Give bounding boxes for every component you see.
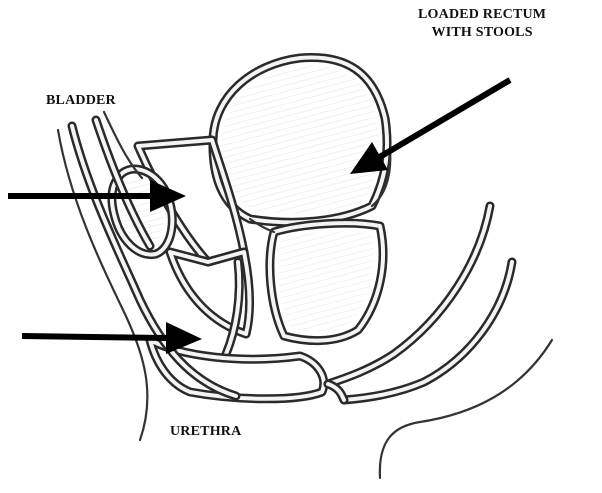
rectum-label-line2: WITH STOOLS (418, 24, 546, 42)
arrow-to-lower-compartment (22, 322, 202, 354)
urethra-label: URETHRA (170, 423, 241, 441)
rectum-label-line1: LOADED RECTUM (418, 6, 546, 24)
rectum-outline (213, 57, 387, 222)
bladder-label: BLADDER (46, 92, 116, 110)
lower-rectum-outline (270, 223, 383, 340)
rectum-label: LOADED RECTUM WITH STOOLS (418, 6, 546, 42)
urethra-channel (226, 262, 239, 354)
